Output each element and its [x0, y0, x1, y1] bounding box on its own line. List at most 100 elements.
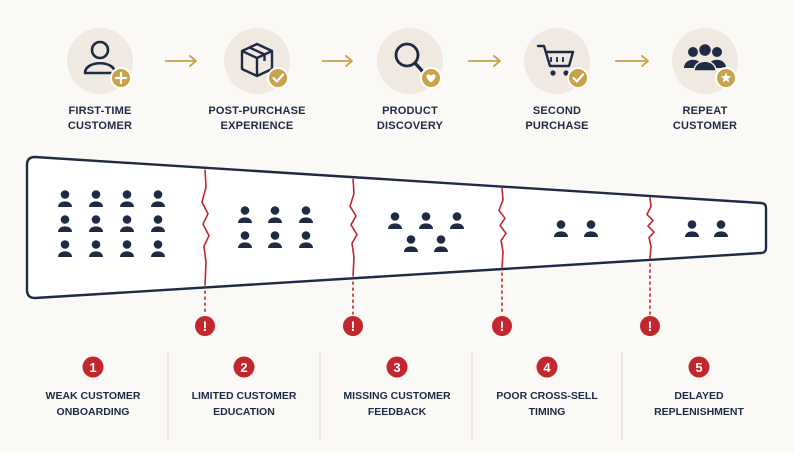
person-icon: [151, 215, 165, 232]
stage-label: PRODUCT DISCOVERY: [345, 104, 475, 134]
plus-badge-icon: [110, 67, 132, 89]
svg-text:!: !: [351, 318, 356, 334]
funnel-segment-3: [388, 212, 464, 252]
alert-icon: !: [640, 316, 660, 336]
person-icon: [584, 220, 598, 237]
person-icon: [419, 212, 433, 229]
person-icon: [89, 215, 103, 232]
funnel-segment-1: [58, 190, 165, 257]
issue-label: MISSING CUSTOMER FEEDBACK: [327, 388, 467, 420]
svg-text:!: !: [203, 318, 208, 334]
person-icon: [299, 206, 313, 223]
issue-label-line: LIMITED CUSTOMER: [191, 390, 297, 402]
stage-label-line: FIRST-TIME: [68, 105, 132, 117]
funnel-segment-2: [238, 206, 313, 248]
package-icon: [240, 42, 274, 78]
shopping-cart-icon: [536, 44, 575, 76]
issue-number-badge: 4: [536, 356, 558, 378]
issue-label: LIMITED CUSTOMER EDUCATION: [174, 388, 314, 420]
issue-number: 1: [89, 360, 96, 375]
stage-label-line: CUSTOMER: [672, 120, 738, 132]
person-icon: [120, 240, 134, 257]
person-icon: [58, 240, 72, 257]
person-icon: [151, 240, 165, 257]
stage-label-line: EXPERIENCE: [220, 120, 294, 132]
issue-label-line: TIMING: [528, 406, 566, 418]
svg-text:!: !: [500, 318, 505, 334]
person-icon: [58, 215, 72, 232]
arrow-right-icon: [165, 55, 197, 67]
person-icon: [299, 231, 313, 248]
issue-number: 5: [695, 360, 702, 375]
stage-label-line: DISCOVERY: [376, 120, 444, 132]
stage-label-line: CUSTOMER: [67, 120, 133, 132]
stage-label-line: REPEAT: [682, 105, 728, 117]
issue-number-badge: 3: [386, 356, 408, 378]
stage-4: [524, 28, 590, 94]
person-icon: [388, 212, 402, 229]
stage-label-line: SECOND: [532, 105, 582, 117]
issue-label-line: WEAK CUSTOMER: [45, 390, 141, 402]
person-icon: [450, 212, 464, 229]
person-icon: [238, 231, 252, 248]
issue-label-line: EDUCATION: [213, 406, 275, 418]
issue-number: 3: [393, 360, 400, 375]
stage-label: SECOND PURCHASE: [492, 104, 622, 134]
heart-badge-icon: [420, 67, 442, 89]
issue-label-line: POOR CROSS-SELL: [496, 390, 598, 402]
stage-label: REPEAT CUSTOMER: [640, 104, 770, 134]
leak-crack: [646, 197, 655, 259]
issue-label-line: DELAYED: [674, 390, 724, 402]
leak-crack: [201, 169, 210, 286]
person-icon: [89, 240, 103, 257]
arrow-right-icon: [615, 55, 649, 67]
leak-crack: [498, 188, 507, 268]
funnel-segment-4: [554, 220, 598, 237]
funnel-segment-5: [685, 220, 728, 237]
issue-number: 2: [240, 360, 247, 375]
issue-number-badge: 1: [82, 356, 104, 378]
issue-label-line: REPLENISHMENT: [654, 406, 744, 418]
alert-icon: !: [195, 316, 215, 336]
leak-crack: [349, 178, 358, 277]
issue-label-line: ONBOARDING: [56, 406, 130, 418]
stage-label-line: PURCHASE: [525, 120, 589, 132]
stage-label-line: POST-PURCHASE: [208, 105, 306, 117]
svg-text:!: !: [648, 318, 653, 334]
issue-number-badge: 5: [688, 356, 710, 378]
issue-number-badge: 2: [233, 356, 255, 378]
stage-1: [67, 28, 133, 94]
person-icon: [404, 235, 418, 252]
arrow-right-icon: [322, 55, 353, 67]
person-icon: [714, 220, 728, 237]
issue-label: WEAK CUSTOMER ONBOARDING: [23, 388, 163, 420]
stage-label: FIRST-TIME CUSTOMER: [35, 104, 165, 134]
person-icon: [120, 190, 134, 207]
star-badge-icon: [715, 67, 737, 89]
issue-number: 4: [543, 360, 551, 375]
stage-3: [377, 28, 443, 94]
person-icon: [268, 206, 282, 223]
stage-5: [672, 28, 738, 94]
person-icon: [89, 190, 103, 207]
alert-icon: !: [492, 316, 512, 336]
issue-label: POOR CROSS-SELL TIMING: [477, 388, 617, 420]
stage-label-line: PRODUCT: [382, 105, 438, 117]
person-icon: [685, 220, 699, 237]
group-icon: [684, 42, 726, 72]
alert-icon: !: [343, 316, 363, 336]
person-icon: [58, 190, 72, 207]
person-icon: [238, 206, 252, 223]
arrow-right-icon: [468, 55, 501, 67]
person-icon: [120, 215, 134, 232]
person-icon: [151, 190, 165, 207]
stage-label: POST-PURCHASE EXPERIENCE: [192, 104, 322, 134]
issue-label-line: MISSING CUSTOMER: [343, 390, 451, 402]
person-icon: [554, 220, 568, 237]
stage-2: [224, 28, 290, 94]
check-badge-icon: [567, 67, 589, 89]
issue-label-line: FEEDBACK: [367, 406, 427, 418]
person-icon: [434, 235, 448, 252]
